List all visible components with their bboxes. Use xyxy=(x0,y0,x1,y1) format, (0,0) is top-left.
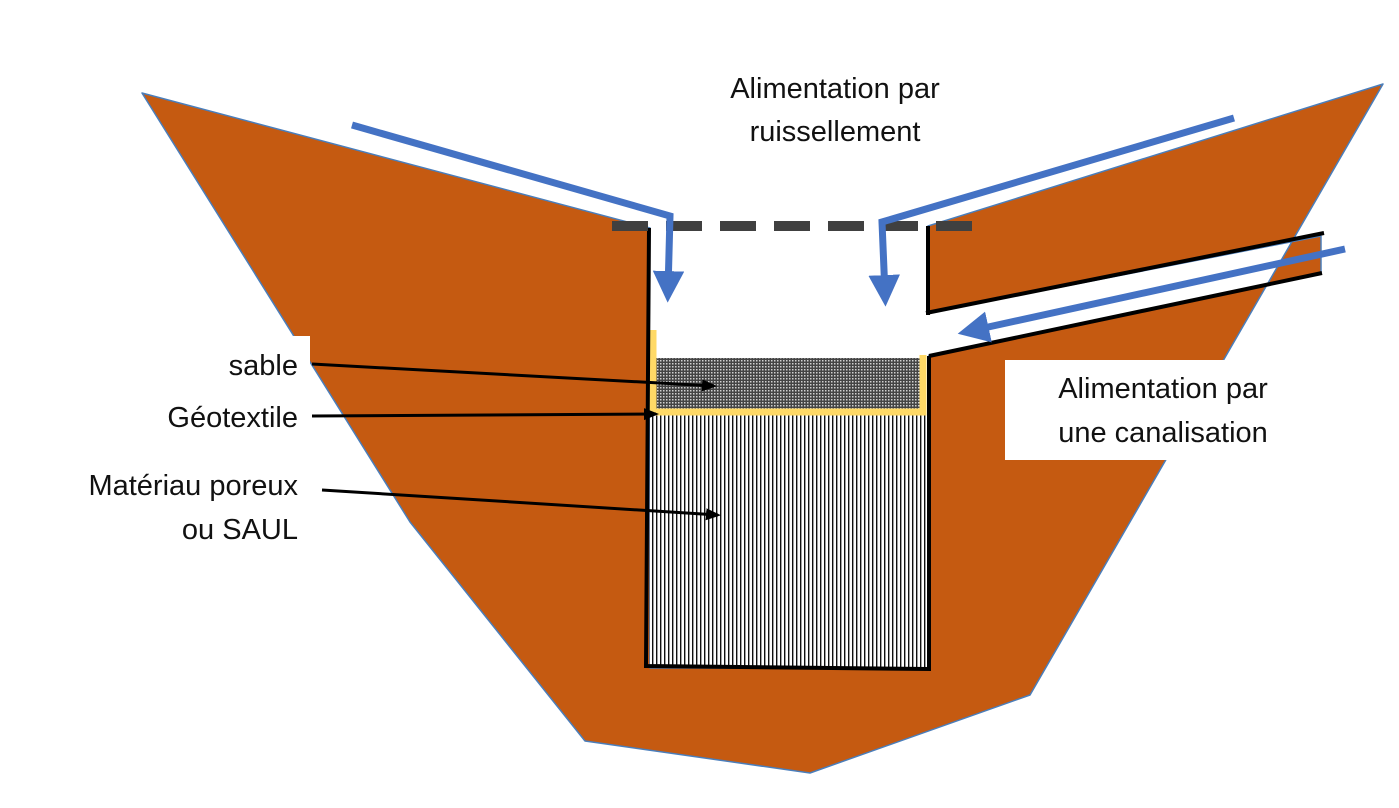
geotextile-label: Géotextile xyxy=(167,402,298,434)
pipe-upper-edge xyxy=(925,231,1325,315)
pipe-label-box xyxy=(1005,360,1240,460)
sand-leader-arrow xyxy=(311,362,717,392)
porous-label-line1: Matériau poreux xyxy=(88,470,298,502)
pipe-lower-edge xyxy=(928,271,1323,358)
trench-wall-outline xyxy=(643,227,931,672)
runoff-label-line1: Alimentation par xyxy=(730,73,940,105)
runoff-arrow-left xyxy=(351,121,685,303)
porous-leader-arrow xyxy=(321,488,721,521)
pipe-flow-arrow xyxy=(957,245,1346,343)
runoff-label-line2: ruissellement xyxy=(750,116,921,148)
sand-label: sable xyxy=(229,350,298,382)
geotextile-wrap xyxy=(649,330,927,416)
pipe-label-line2: une canalisation xyxy=(1058,417,1268,449)
porous-material-fill xyxy=(650,414,928,668)
pipe-label-line1: Alimentation par xyxy=(1058,373,1268,405)
sand-label-box xyxy=(215,336,310,386)
geotextile-leader-arrow xyxy=(311,408,659,421)
porous-label-line2: ou SAUL xyxy=(182,514,298,546)
runoff-arrow-right xyxy=(868,114,1235,307)
